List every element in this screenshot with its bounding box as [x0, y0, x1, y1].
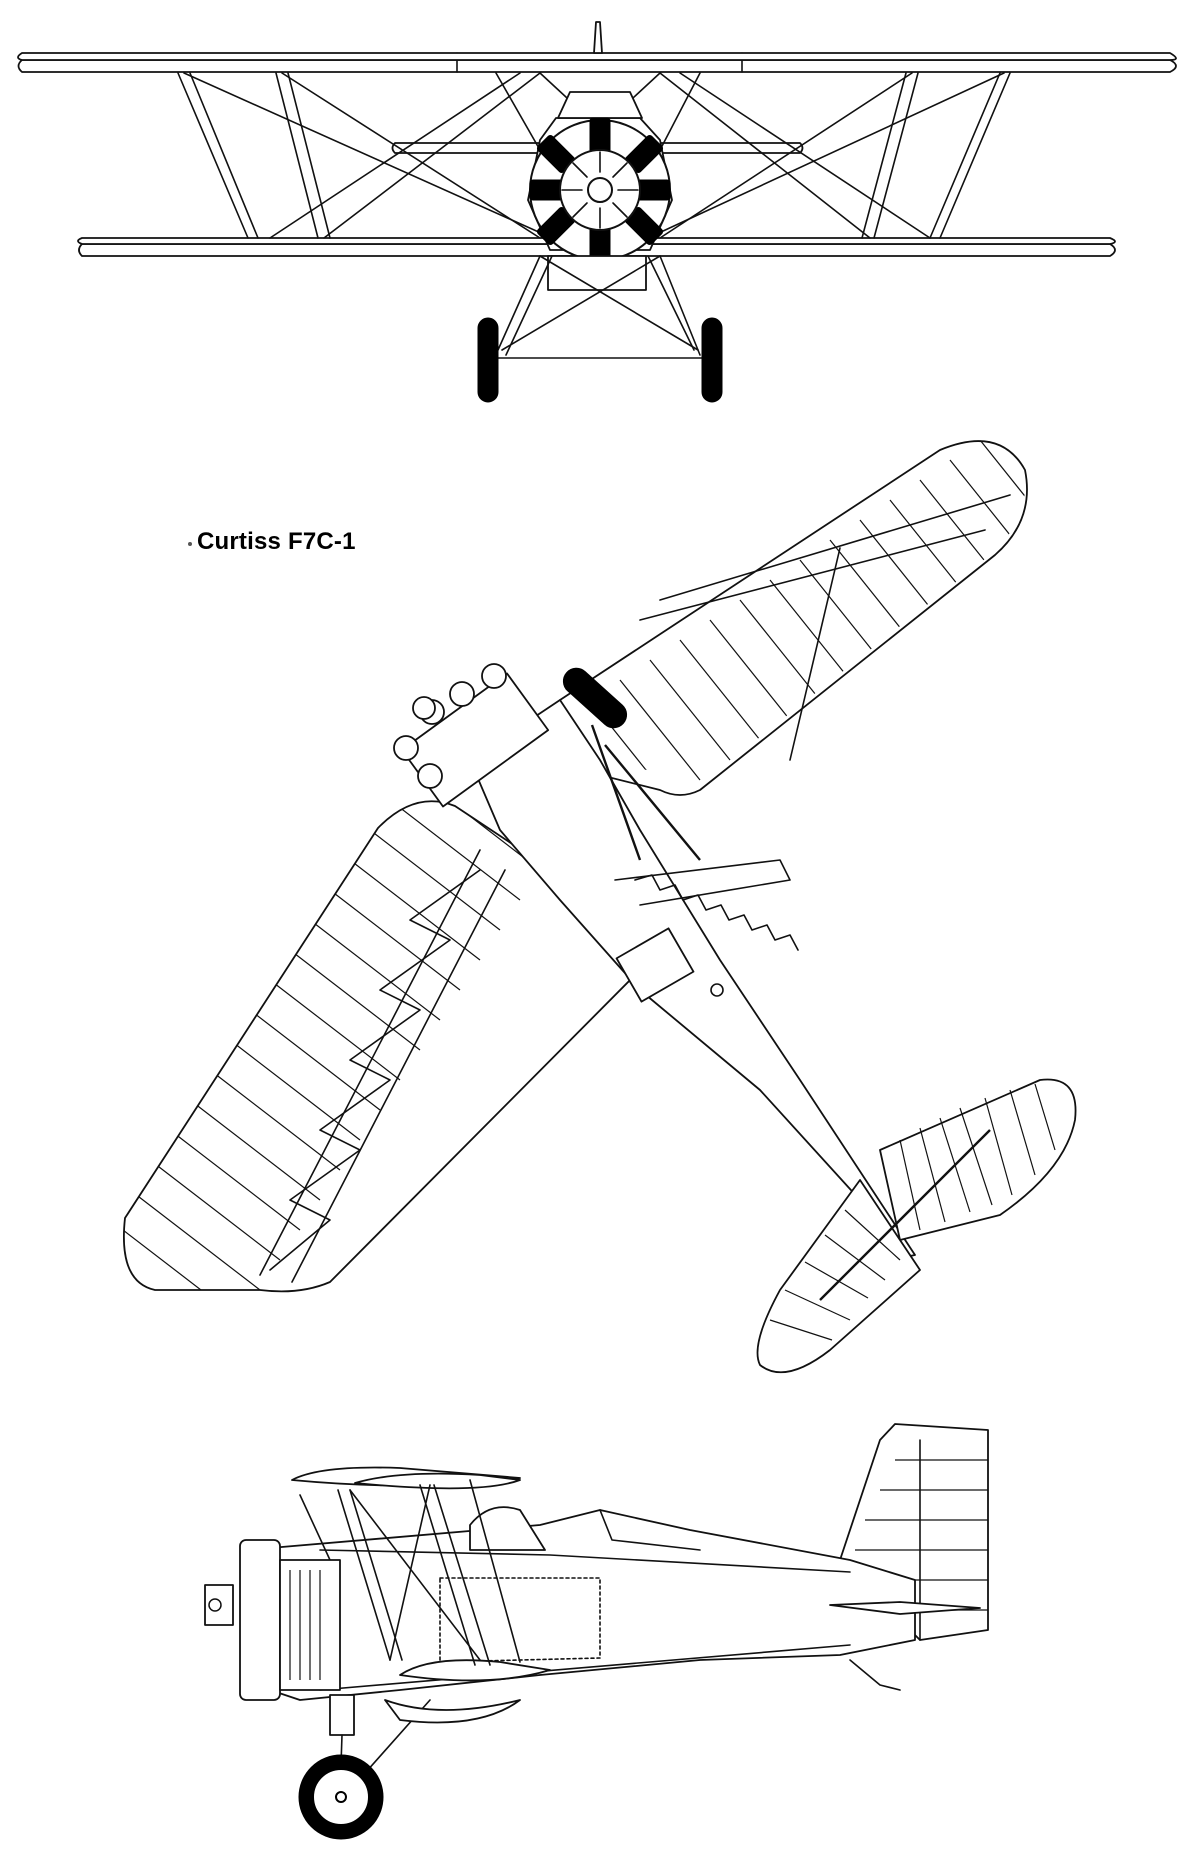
side-struts [299, 1479, 521, 1666]
front-upper-wing [17, 59, 1177, 73]
side-landing-gear [329, 1694, 521, 1796]
side-lower-wing [399, 1659, 551, 1682]
side-engine [204, 1539, 341, 1701]
front-left-wheel [477, 317, 499, 403]
side-fuselage [269, 1509, 916, 1701]
top-upper-wing-right [559, 440, 1028, 796]
front-view [17, 21, 1177, 403]
top-wing-ribs-left [123, 801, 581, 1292]
top-view [123, 440, 1077, 1374]
aircraft-title: Curtiss F7C-1 [197, 528, 356, 555]
front-struts [177, 72, 1011, 239]
front-right-wheel [701, 317, 723, 403]
top-engine [393, 663, 550, 808]
side-stabilizer [829, 1601, 981, 1615]
side-view [204, 1423, 989, 1840]
front-landing-gear [487, 255, 713, 359]
top-lower-wing-left [123, 800, 653, 1293]
title-bullet [188, 542, 192, 546]
top-propeller [562, 667, 628, 729]
front-engine [527, 91, 673, 291]
top-tailplane [879, 1078, 1077, 1241]
